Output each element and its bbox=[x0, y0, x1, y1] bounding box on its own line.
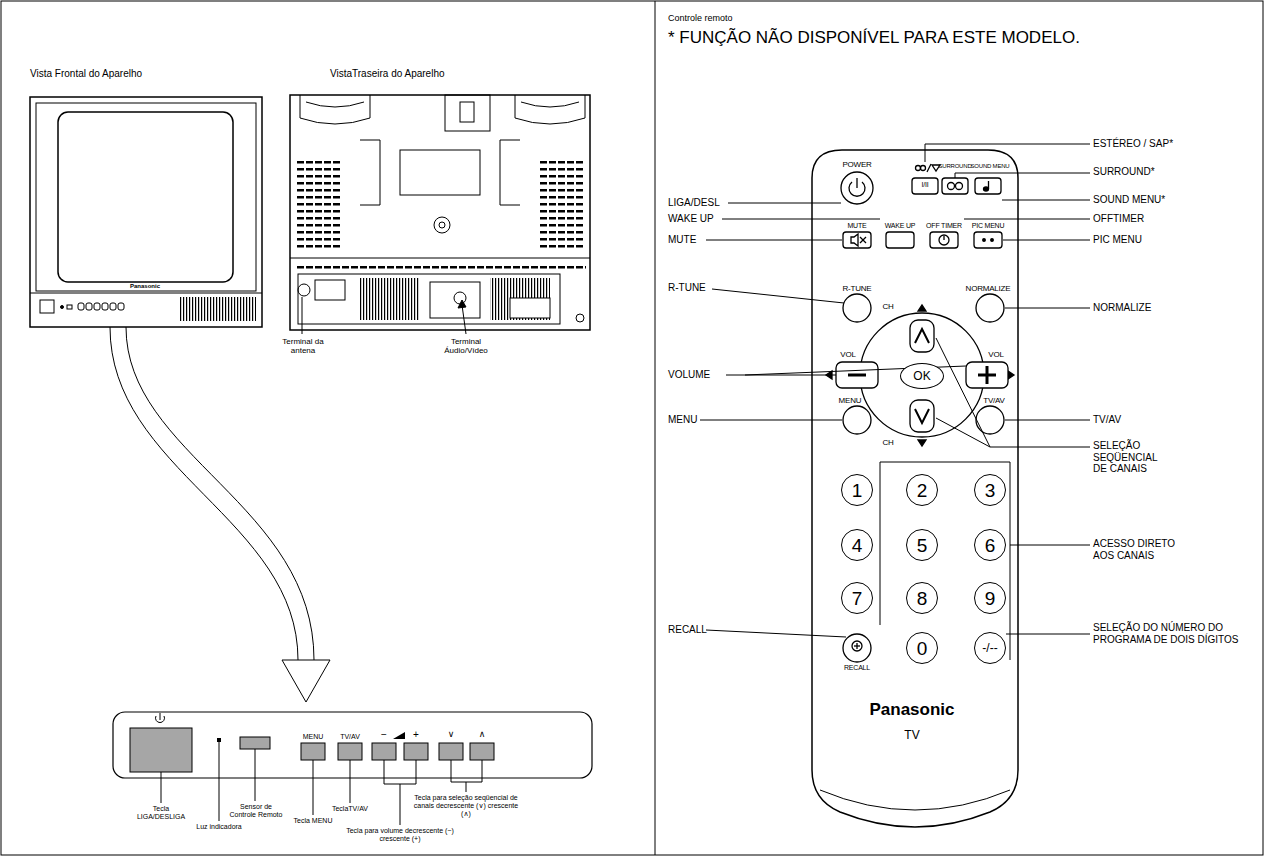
button-text: 0 bbox=[917, 639, 928, 658]
callout-label: Sensor de Controle Remoto bbox=[228, 803, 284, 819]
button-text: 9 bbox=[985, 589, 996, 608]
callout-label: SELEÇÃO SEQÜENCIAL DE CANAIS bbox=[1093, 440, 1171, 475]
callout-label: TeclaTV/AV bbox=[326, 805, 374, 813]
view-heading: VistaTraseira do Aparelho bbox=[330, 68, 530, 80]
key-label: ∧ bbox=[475, 729, 489, 739]
button-text: OK bbox=[913, 370, 930, 382]
leader-line bbox=[161, 742, 482, 825]
remote-button: 4 bbox=[841, 529, 873, 561]
callout-label: ACESSO DIRETO AOS CANAIS bbox=[1093, 538, 1193, 561]
leader-line bbox=[302, 297, 303, 334]
button-label: TV/AV bbox=[979, 396, 1009, 405]
button-text: 8 bbox=[917, 589, 928, 608]
button-label: POWER bbox=[832, 160, 882, 169]
key-label: − bbox=[377, 729, 391, 741]
callout-label: Tecla LIGA/DESLIGA bbox=[131, 805, 191, 821]
remote-button: -/-- bbox=[974, 632, 1006, 664]
button-label: SURROUND bbox=[937, 163, 973, 170]
callout-label: VOLUME bbox=[668, 369, 788, 381]
brand-label: Panasonic bbox=[125, 283, 165, 290]
view-heading: Vista Frontal do Aparelho bbox=[30, 68, 230, 80]
zoom-arrow bbox=[110, 327, 330, 702]
button-label: WAKE UP bbox=[882, 222, 918, 230]
remote-button: 7 bbox=[841, 582, 873, 614]
button-text: 2 bbox=[917, 481, 928, 500]
remote-button: 6 bbox=[974, 529, 1006, 561]
button-text: 4 bbox=[852, 536, 863, 555]
key-label: TV/AV bbox=[335, 733, 365, 741]
callout-label: Terminal Áudio/Vídeo bbox=[437, 337, 495, 355]
remote-buttons bbox=[826, 164, 1014, 662]
panel-divider bbox=[655, 1, 656, 855]
callout-label: MUTE bbox=[668, 234, 788, 246]
button-label: VOL bbox=[985, 350, 1007, 359]
callout-label: OFFTIMER bbox=[1093, 213, 1258, 225]
remote-button: 5 bbox=[906, 529, 938, 561]
callout-label: SOUND MENU* bbox=[1093, 194, 1258, 206]
leader-arrow bbox=[458, 300, 466, 308]
button-label: I/II bbox=[912, 181, 938, 189]
tv-rear bbox=[290, 95, 590, 330]
brand-label: Panasonic bbox=[857, 700, 967, 720]
button-label: CH bbox=[879, 302, 897, 311]
callout-label: SURROUND* bbox=[1093, 166, 1258, 178]
callout-label: Terminal da antena bbox=[277, 337, 329, 355]
callout-label: Tecla para volume decrescente (−) cresce… bbox=[335, 827, 465, 843]
panel-heading: Controle remoto bbox=[668, 13, 868, 23]
button-text: 6 bbox=[985, 536, 996, 555]
button-text: 5 bbox=[917, 536, 928, 555]
button-label: SOUND MENU bbox=[970, 163, 1010, 170]
remote-button: 2 bbox=[906, 474, 938, 506]
button-label: PIC MENU bbox=[971, 222, 1005, 230]
button-text: -/-- bbox=[982, 642, 997, 654]
button-label: MENU bbox=[835, 396, 865, 405]
key-label: MENU bbox=[298, 733, 328, 741]
button-text: 3 bbox=[985, 481, 996, 500]
key-label: ∨ bbox=[444, 729, 458, 739]
callout-label: PIC MENU bbox=[1093, 234, 1258, 246]
callout-label: Luz indicadora bbox=[184, 823, 254, 831]
button-label: CH bbox=[879, 438, 897, 447]
button-label: OFF TIMER bbox=[926, 222, 962, 230]
remote-button: 1 bbox=[841, 474, 873, 506]
button-label: MUTE bbox=[839, 222, 875, 230]
remote-button: 3 bbox=[974, 474, 1006, 506]
note-text: * FUNÇÃO NÃO DISPONÍVEL PARA ESTE MODELO… bbox=[668, 28, 1228, 48]
remote-button: OK bbox=[900, 363, 944, 389]
tv-front bbox=[30, 97, 262, 327]
callout-label: TV/AV bbox=[1093, 414, 1258, 426]
key-label: + bbox=[409, 729, 423, 741]
button-label: R-TUNE bbox=[835, 284, 879, 293]
callout-label: Tecla para seleção seqüencial de canais … bbox=[408, 794, 524, 818]
button-label: RECALL bbox=[837, 664, 877, 672]
leader-line bbox=[462, 305, 466, 334]
remote-body bbox=[812, 150, 1018, 827]
callout-label: RECALL bbox=[668, 624, 788, 636]
callout-label: LIGA/DESL bbox=[668, 197, 788, 209]
remote-button: 8 bbox=[906, 582, 938, 614]
remote-button: 0 bbox=[906, 632, 938, 664]
remote-button: 9 bbox=[974, 582, 1006, 614]
button-label: VOL bbox=[837, 350, 859, 359]
front-panel bbox=[113, 712, 592, 778]
button-text: 7 bbox=[852, 589, 863, 608]
callout-label: SELEÇÃO DO NÚMERO DO PROGRAMA DE DOIS DÍ… bbox=[1093, 622, 1243, 645]
model-label: TV bbox=[892, 729, 932, 743]
callout-label: WAKE UP bbox=[668, 213, 788, 225]
callout-label: MENU bbox=[668, 414, 788, 426]
leader-line bbox=[700, 144, 1090, 637]
callout-label: ESTÉREO / SAP* bbox=[1093, 138, 1258, 150]
callout-label: R-TUNE bbox=[668, 282, 788, 294]
callout-label: NORMALIZE bbox=[1093, 302, 1258, 314]
button-text: 1 bbox=[852, 481, 863, 500]
callout-label: Tecla MENU bbox=[289, 817, 337, 825]
button-label: NORMALIZE bbox=[961, 284, 1015, 293]
